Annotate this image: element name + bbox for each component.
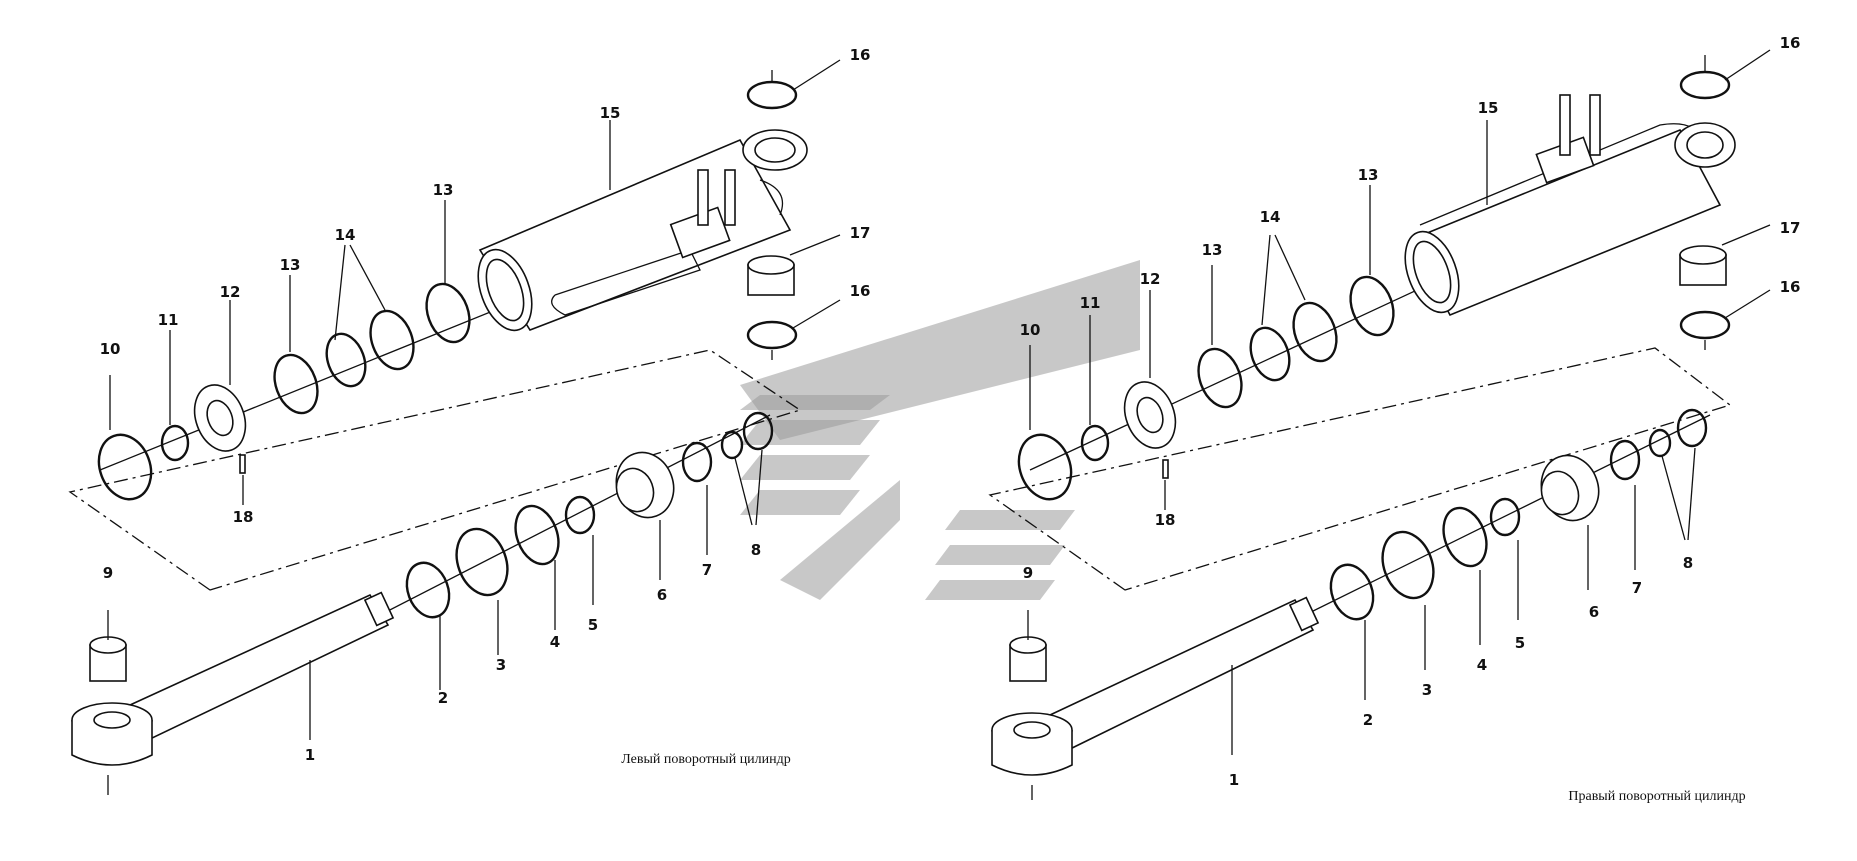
watermark-logo [740, 260, 1140, 600]
left-ring-8-a [742, 411, 774, 451]
left-ring-2 [405, 561, 451, 619]
right-snap-ring-16-bottom [1679, 310, 1731, 340]
right-ring-14-a [1292, 301, 1338, 363]
right-bushing-9 [1009, 636, 1047, 682]
left-label-12: 12 [220, 283, 241, 301]
left-cylinder-diagram: 1 2 3 4 5 6 7 8 9 10 11 12 13 14 13 15 1… [68, 46, 871, 795]
right-snap-ring-16-top [1679, 70, 1731, 100]
right-ring-3 [1381, 530, 1435, 600]
left-label-5: 5 [588, 616, 598, 634]
right-ring-8-b [1648, 428, 1672, 458]
left-label-1: 1 [305, 746, 315, 764]
right-ring-4 [1442, 506, 1488, 568]
left-label-6: 6 [657, 586, 667, 604]
left-label-13-b: 13 [280, 256, 301, 274]
left-label-17: 17 [850, 224, 871, 242]
right-assembly-bracket [988, 347, 1732, 591]
left-rod-part-1 [71, 591, 395, 766]
left-label-13-a: 13 [433, 181, 454, 199]
right-label-17: 17 [1780, 219, 1801, 237]
left-label-7: 7 [702, 561, 712, 579]
right-barrel-part-15 [1404, 94, 1736, 317]
left-label-16-top: 16 [850, 46, 871, 64]
left-ring-3 [455, 527, 509, 597]
right-label-13-b: 13 [1202, 241, 1223, 259]
right-label-16-bottom: 16 [1780, 278, 1801, 296]
left-label-16-bottom: 16 [850, 282, 871, 300]
right-label-8: 8 [1683, 554, 1693, 572]
right-bushing-17 [1679, 245, 1727, 286]
left-barrel-part-15 [477, 129, 808, 332]
left-label-15: 15 [600, 104, 621, 122]
left-label-4: 4 [550, 633, 560, 651]
left-bushing-9 [89, 636, 127, 682]
left-label-3: 3 [496, 656, 506, 674]
left-ring-13-a [425, 282, 471, 344]
right-label-15: 15 [1478, 99, 1499, 117]
left-leader-lines [109, 59, 841, 740]
right-cylinder-caption: Правый поворотный цилиндр [1568, 789, 1745, 804]
left-snap-ring-16-bottom [746, 320, 798, 350]
left-label-18: 18 [233, 508, 254, 526]
right-cylinder-diagram: 1 2 3 4 5 6 7 8 9 10 11 12 13 14 13 15 1… [988, 34, 1801, 804]
left-ring-10 [97, 433, 153, 501]
right-label-11: 11 [1080, 294, 1101, 312]
right-label-1: 1 [1229, 771, 1239, 789]
right-piston-6 [1540, 454, 1600, 522]
right-ring-11 [1080, 424, 1110, 462]
left-ring-11 [160, 424, 190, 462]
left-label-2: 2 [438, 689, 448, 707]
left-ring-14-b [325, 332, 367, 388]
right-label-18: 18 [1155, 511, 1176, 529]
left-ring-4 [514, 504, 560, 566]
right-label-9: 9 [1023, 564, 1033, 582]
left-gland-12 [193, 384, 247, 452]
right-rod-part-1 [991, 596, 1320, 776]
right-label-2: 2 [1363, 711, 1373, 729]
left-bushing-17 [747, 255, 795, 296]
left-ring-14-a [369, 309, 415, 371]
right-label-16-top: 16 [1780, 34, 1801, 52]
right-ring-7 [1609, 439, 1641, 481]
right-label-3: 3 [1422, 681, 1432, 699]
right-label-12: 12 [1140, 270, 1161, 288]
left-ring-7 [681, 441, 713, 483]
right-fitting-18 [1162, 459, 1169, 479]
left-label-9: 9 [103, 564, 113, 582]
left-label-14: 14 [335, 226, 356, 244]
left-ring-13-b [273, 353, 319, 415]
right-label-14: 14 [1260, 208, 1281, 226]
left-ring-8-b [720, 430, 744, 460]
left-piston-6 [615, 451, 675, 519]
left-cylinder-caption: Левый поворотный цилиндр [621, 752, 791, 767]
left-ring-5 [564, 495, 596, 535]
right-ring-8-a [1676, 408, 1708, 448]
left-label-10: 10 [100, 340, 121, 358]
right-ring-5 [1489, 497, 1521, 537]
left-label-8: 8 [751, 541, 761, 559]
right-label-6: 6 [1589, 603, 1599, 621]
right-ring-13-a [1349, 275, 1395, 337]
left-snap-ring-16-top [746, 80, 798, 110]
right-label-7: 7 [1632, 579, 1642, 597]
right-label-10: 10 [1020, 321, 1041, 339]
right-label-5: 5 [1515, 634, 1525, 652]
right-label-4: 4 [1477, 656, 1487, 674]
left-assembly-bracket [68, 349, 802, 591]
right-ring-10 [1017, 433, 1073, 501]
right-ring-13-b [1197, 347, 1243, 409]
right-leader-lines [1029, 49, 1771, 755]
right-label-13-a: 13 [1358, 166, 1379, 184]
right-ring-2 [1329, 563, 1375, 621]
left-label-11: 11 [158, 311, 179, 329]
right-ring-14-b [1249, 326, 1291, 382]
left-fitting-18 [239, 454, 246, 474]
right-gland-12 [1123, 381, 1177, 449]
